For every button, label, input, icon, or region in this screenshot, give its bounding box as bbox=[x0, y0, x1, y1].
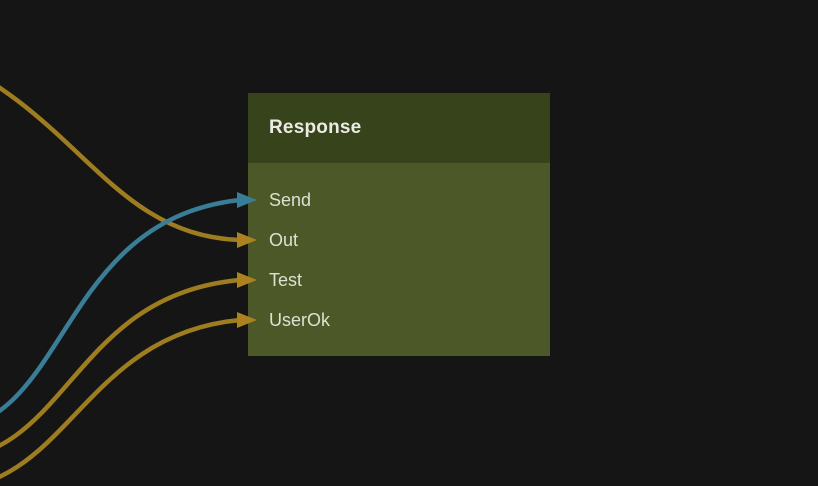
port-row-userok[interactable]: UserOk bbox=[248, 300, 550, 340]
node-title: Response bbox=[269, 117, 362, 138]
edge-to-test[interactable] bbox=[0, 277, 243, 460]
port-label: Send bbox=[269, 189, 312, 210]
port-label: UserOk bbox=[269, 309, 331, 330]
edge-to-out[interactable] bbox=[0, 55, 243, 243]
edge-to-userok[interactable] bbox=[0, 317, 243, 486]
port-row-test[interactable]: Test bbox=[248, 260, 550, 300]
edge-to-send[interactable] bbox=[0, 197, 243, 430]
port-row-send[interactable]: Send bbox=[248, 180, 550, 220]
port-row-out[interactable]: Out bbox=[248, 220, 550, 260]
node-header[interactable]: Response bbox=[248, 93, 550, 163]
port-label: Test bbox=[269, 269, 303, 290]
port-label: Out bbox=[269, 229, 299, 250]
